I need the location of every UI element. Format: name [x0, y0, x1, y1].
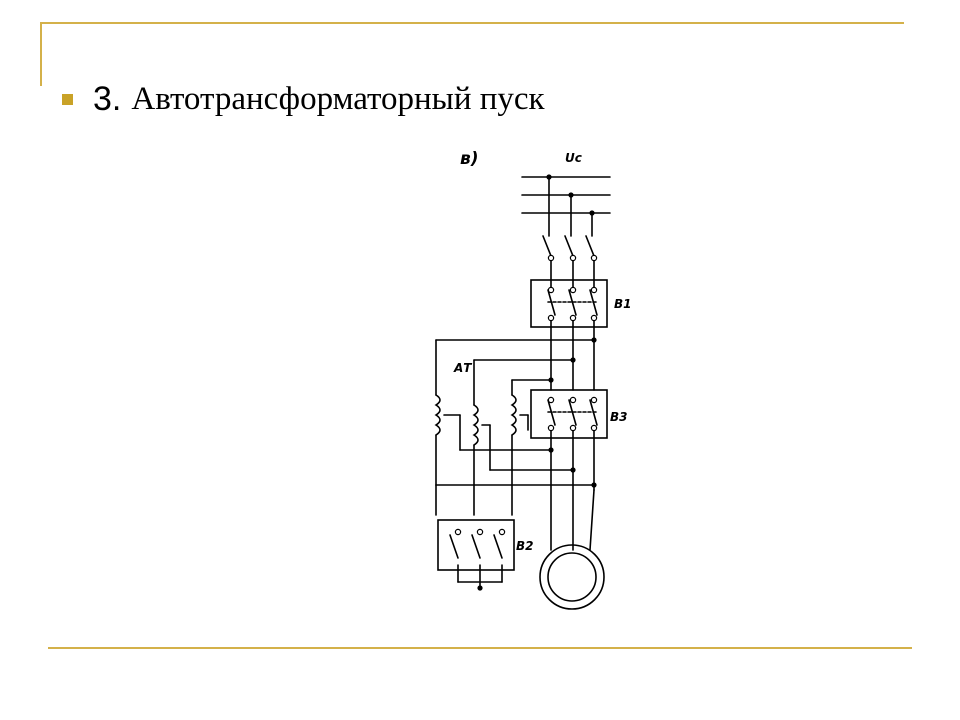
- switch-b1-label: В1: [614, 297, 630, 311]
- switch-b3-label: В3: [610, 410, 628, 424]
- supply-label: Uc: [565, 151, 582, 165]
- motor: [539, 544, 605, 610]
- left-rule: [40, 22, 42, 86]
- top-rule: [40, 22, 904, 24]
- junction-dots: [477, 174, 597, 591]
- autotransformer-label: АТ: [453, 361, 472, 375]
- switch-b2: [437, 519, 515, 571]
- knife-switch: [542, 235, 595, 257]
- switch-b3: [530, 389, 608, 439]
- autotransformer-start-scheme: в) Uc В1 В3 В2 АТ: [434, 149, 630, 610]
- autotransformer: [434, 339, 517, 486]
- supply-bus: [521, 176, 611, 214]
- item-number: 3.: [93, 80, 122, 118]
- bottom-rule: [48, 647, 912, 649]
- switch-b1: [530, 279, 608, 328]
- switch-b2-label: В2: [516, 539, 534, 553]
- bullet-item: 3. Автотрансформаторный пуск: [62, 80, 545, 119]
- figure-label: в): [460, 149, 479, 169]
- slide-heading: Автотрансформаторный пуск: [131, 81, 545, 117]
- square-bullet-icon: [62, 94, 73, 105]
- terminals: [454, 254, 598, 536]
